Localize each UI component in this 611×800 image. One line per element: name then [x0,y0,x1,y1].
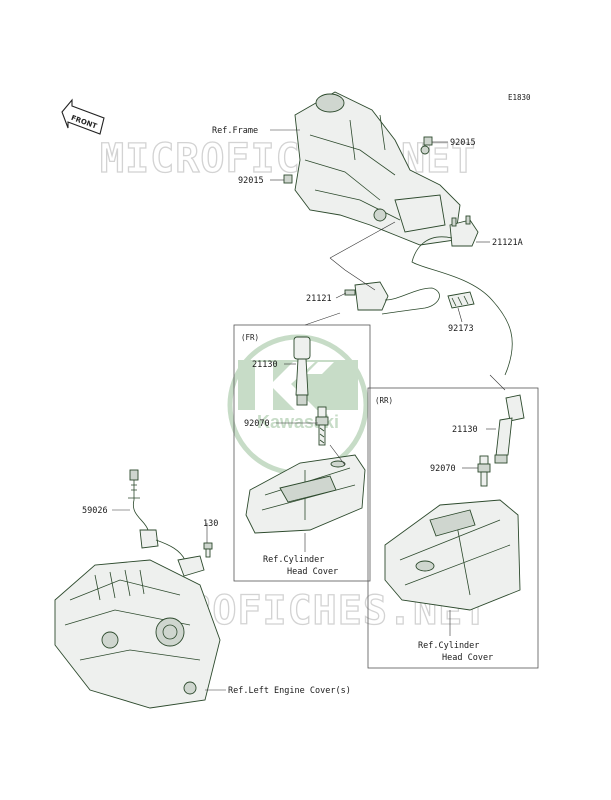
sensor-59026 [128,469,205,577]
label-92015-lower: 92015 [238,176,264,186]
cylinder-head-cover-front [245,454,366,534]
label-ref-frame: Ref.Frame [212,126,258,136]
leader-lines [112,129,496,691]
label-59026: 59026 [82,506,108,516]
clamp-92173 [447,291,475,309]
label-130: 130 [203,519,218,529]
rear-group-label: (RR) [375,396,393,405]
bolt-92015-lower [283,174,293,184]
label-21130-rear: 21130 [452,425,478,435]
bolt-92015-upper [423,136,433,146]
rear-group-box [367,387,539,669]
label-21121: 21121 [306,294,332,304]
frame-part [294,91,461,246]
label-ref-left-engine-cover: Ref.Left Engine Cover(s) [228,686,351,696]
plug-cap-21130-rear [494,394,525,464]
label-92070-front: 92070 [244,419,270,429]
front-group-box [233,324,371,582]
label-21130-front: 21130 [252,360,278,370]
spark-plug-92070-rear [477,455,491,487]
label-92070-rear: 92070 [430,464,456,474]
plug-cap-21130-front [293,336,311,406]
label-21121a: 21121A [492,238,523,248]
label-ref-cylinder-front-1: Ref.Cylinder [263,555,324,565]
label-ref-cylinder-rear-2: Head Cover [442,653,493,663]
left-engine-cover [54,559,221,709]
ignition-coil-21121a [411,215,513,376]
ignition-coil-21121 [344,281,440,315]
label-92173: 92173 [448,324,474,334]
label-ref-cylinder-front-2: Head Cover [287,567,338,577]
cylinder-head-cover-rear [384,499,521,611]
spark-plug-92070-front [315,406,329,446]
label-92015-upper: 92015 [450,138,476,148]
bolt-130 [203,542,213,558]
diagram-code: E1830 [508,93,531,102]
relation-lines [304,221,506,466]
label-ref-cylinder-rear-1: Ref.Cylinder [418,641,479,651]
front-arrow-icon: FRONT [61,98,105,135]
front-group-label: (FR) [241,333,259,342]
